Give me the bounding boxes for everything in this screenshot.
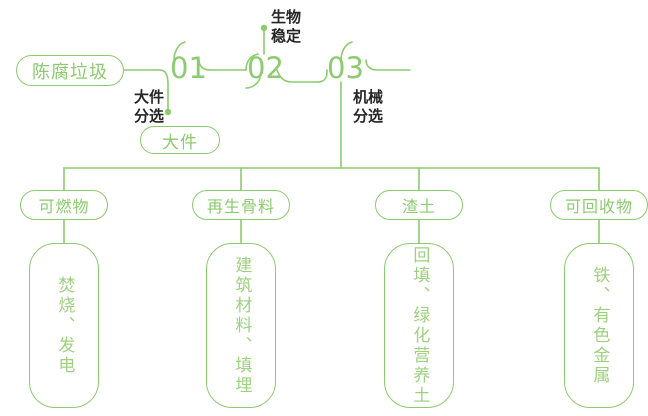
stage-number-01-text: 01	[170, 51, 207, 85]
wire-02-dot	[260, 24, 268, 32]
node-output-bulky-label: 大件	[162, 132, 198, 153]
branch-pill-1-label: 可燃物	[38, 197, 90, 216]
branch-pill-2-label: 再生骨料	[206, 197, 275, 216]
branch-box-2-text: 建筑材料、填埋	[231, 255, 252, 396]
node-source[interactable]: 陈腐垃圾	[16, 55, 124, 86]
wire-01-to-02	[198, 59, 247, 71]
stage-number-02: 02	[247, 54, 284, 83]
branch-pill-4-label: 可回收物	[564, 197, 633, 216]
caption-stage-02-text: 生物 稳定	[271, 8, 302, 45]
stage-number-03: 03	[327, 54, 364, 83]
caption-stage-01-text: 大件 分选	[134, 88, 165, 125]
caption-stage-01: 大件 分选	[134, 88, 164, 126]
branch-box-2[interactable]: 建筑材料、填埋	[206, 243, 276, 408]
node-source-label: 陈腐垃圾	[32, 61, 108, 83]
branch-box-1-text: 焚烧、发电	[54, 275, 75, 376]
stage-number-02-text: 02	[247, 51, 284, 85]
branch-box-3[interactable]: 回填、绿化营养土	[384, 243, 454, 408]
node-output-bulky[interactable]: 大件	[140, 126, 220, 154]
wire-01-upper-arc	[173, 41, 186, 61]
caption-stage-03-text: 机械 分选	[353, 88, 384, 125]
wire-02-upper-left-arc	[245, 53, 259, 71]
branch-pill-2[interactable]: 再生骨料	[192, 190, 290, 220]
branch-pill-4[interactable]: 可回收物	[550, 190, 648, 220]
branch-box-4-text: 铁、有色金属	[589, 265, 610, 386]
wire-01-left-hook	[159, 69, 169, 93]
caption-stage-02: 生物 稳定	[271, 8, 301, 46]
wire-03-tail	[365, 59, 411, 71]
wire-02-lower-arc	[245, 77, 261, 89]
wire-02-to-03	[276, 69, 319, 83]
stage-number-01: 01	[170, 54, 207, 83]
wire-01-dot	[164, 108, 172, 116]
branch-box-3-text: 回填、绿化营养土	[409, 245, 430, 406]
branch-pill-1[interactable]: 可燃物	[20, 190, 108, 220]
branch-box-1[interactable]: 焚烧、发电	[29, 243, 99, 408]
branch-box-4[interactable]: 铁、有色金属	[564, 243, 634, 408]
wire-03-upper-arc	[340, 41, 353, 61]
caption-stage-03: 机械 分选	[353, 88, 383, 126]
branch-pill-3[interactable]: 渣土	[375, 190, 463, 220]
stage-number-03-text: 03	[327, 51, 364, 85]
wire-03-step	[317, 69, 328, 83]
branch-pill-3-label: 渣土	[401, 197, 436, 216]
